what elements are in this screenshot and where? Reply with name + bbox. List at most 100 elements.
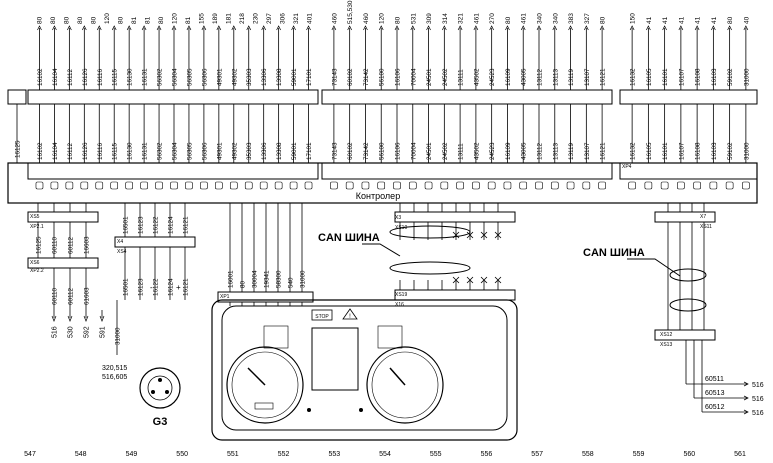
arrow-icon — [694, 25, 700, 31]
scale-label: 556 — [481, 451, 493, 458]
top-value-label: 80 — [395, 16, 402, 24]
wire-label-bus: 31000 — [743, 142, 750, 160]
wire-label-bus: 43502 — [473, 142, 480, 160]
arrow-icon — [520, 25, 526, 31]
arrow-icon — [186, 25, 192, 31]
instrument-wire-label: 30004 — [252, 270, 259, 288]
arrow-icon — [711, 25, 716, 31]
wire-label-top: 70004 — [410, 68, 417, 86]
wire-label-bus: 16126 — [82, 142, 89, 160]
top-value-label: 81 — [185, 16, 192, 24]
wire-label-bus: 16104 — [52, 142, 59, 160]
arrow-icon — [584, 25, 589, 31]
scale-label: 551 — [227, 451, 239, 458]
right-bottom-wire-label: 60512 — [705, 404, 725, 411]
gen-value-1: 320,515 — [102, 365, 127, 372]
stop-lamp — [311, 309, 333, 321]
wire-label-bus: 24502 — [442, 142, 449, 160]
wire-label-bus: 56305 — [186, 142, 193, 160]
pin-symbol-icon — [244, 181, 253, 190]
arrow-icon — [306, 25, 311, 31]
pin-symbol-icon — [289, 181, 298, 190]
gen-wire-label: 16123 — [138, 278, 145, 296]
wire-label-top: 24502 — [442, 68, 449, 86]
top-value-label: 120 — [104, 13, 111, 24]
xs5-connector — [27, 211, 99, 223]
can-connector-top — [394, 211, 516, 223]
connector-id-label: XS11 — [700, 224, 712, 230]
xp1-connector — [217, 291, 314, 303]
plus-sign: + — [176, 283, 181, 292]
wire-label-bus: 24523 — [489, 142, 496, 160]
pin-symbol-icon — [95, 181, 104, 190]
top-value-label: 155 — [199, 13, 206, 24]
wire-label-top: 73142 — [363, 68, 370, 86]
wire-label-bus: 16108 — [695, 142, 702, 160]
connector-id-label: XS5 — [30, 214, 40, 220]
right-can-connector-bottom — [654, 329, 716, 341]
arrow-right-icon — [743, 381, 749, 387]
gen-wire-label-top: 16501 — [123, 216, 130, 234]
pin-symbol-icon — [65, 181, 74, 190]
top-value-label: 80 — [727, 16, 734, 24]
xs6-wire-label: 60112 — [68, 287, 75, 305]
top-value-label: 340 — [537, 13, 544, 24]
connector-id-label: XP1 — [220, 294, 230, 300]
arrow-icon — [727, 25, 732, 31]
top-value-label: 81 — [131, 16, 138, 24]
scale-label: 553 — [328, 451, 340, 458]
connector-id-label: X16 — [395, 302, 404, 308]
left-top-wire-label: 16125 — [15, 140, 22, 158]
gen-wire-label: 16121 — [183, 278, 190, 296]
wire-label-top: 16116 — [97, 68, 104, 86]
right-bottom-value: 516 — [752, 396, 764, 403]
pin-symbol-icon — [628, 181, 636, 190]
wire-label-top: 16132 — [630, 68, 637, 86]
wire-label-top: 16126 — [82, 68, 89, 86]
connector-id-label: XS10 — [395, 225, 407, 231]
connector-id-label: XS12 — [660, 332, 672, 338]
wire-label-top: 13107 — [584, 68, 591, 86]
bottom-value-label: 591 — [100, 326, 107, 338]
instrument-wire-label: 80 — [240, 280, 247, 288]
wire-label-bus: 13113 — [552, 142, 559, 160]
arrow-right-icon — [743, 395, 749, 401]
cross-icon — [466, 276, 474, 284]
cross-icon — [494, 231, 502, 239]
wire-label-bus: 16106 — [395, 142, 402, 160]
wire-label-top: 16121 — [600, 68, 607, 86]
arrow-down-icon — [83, 315, 89, 322]
arrow-icon — [552, 25, 558, 31]
wire-label-top: 13111 — [458, 69, 465, 86]
pin-symbol-icon — [709, 181, 718, 190]
pin-symbol-icon — [519, 181, 528, 190]
pin-symbol-icon — [361, 181, 370, 190]
speedometer-gauge — [226, 346, 304, 424]
pin-symbol-icon — [644, 181, 653, 190]
top-value-label: 80 — [505, 16, 512, 24]
arrow-icon — [261, 25, 266, 31]
can-label-1: CAN ШИНА — [318, 232, 380, 244]
wire-label-bus: 56306 — [201, 142, 208, 160]
right-bottom-value: 516 — [752, 410, 764, 417]
wire-label-bus: 13306 — [261, 142, 268, 160]
pin-symbol-icon — [598, 181, 606, 190]
gen-value-2: 516,605 — [102, 374, 127, 381]
scale-label: 557 — [531, 451, 543, 458]
wire-label-top: 59102 — [727, 68, 734, 86]
pin-symbol-icon — [472, 181, 480, 190]
top-value-label: 230 — [253, 13, 260, 24]
wire-label-top: 16105 — [646, 68, 653, 86]
pin-symbol-icon — [582, 181, 591, 190]
xs6-wire-label: 61603 — [84, 287, 91, 305]
wire-label-top: 60102 — [347, 68, 354, 86]
pin-symbol-icon — [487, 181, 496, 190]
arrow-icon — [171, 25, 177, 31]
pin-symbol-icon — [155, 181, 163, 190]
connector-id-label: X7 — [700, 214, 706, 220]
wire-label-bus: 16116 — [97, 142, 104, 160]
can-bus: CAN ШИНА CAN ШИНА — [318, 211, 716, 341]
wire-label-bus: 16105 — [646, 142, 653, 160]
arrow-icon — [331, 25, 337, 31]
top-value-label: 327 — [584, 13, 591, 24]
